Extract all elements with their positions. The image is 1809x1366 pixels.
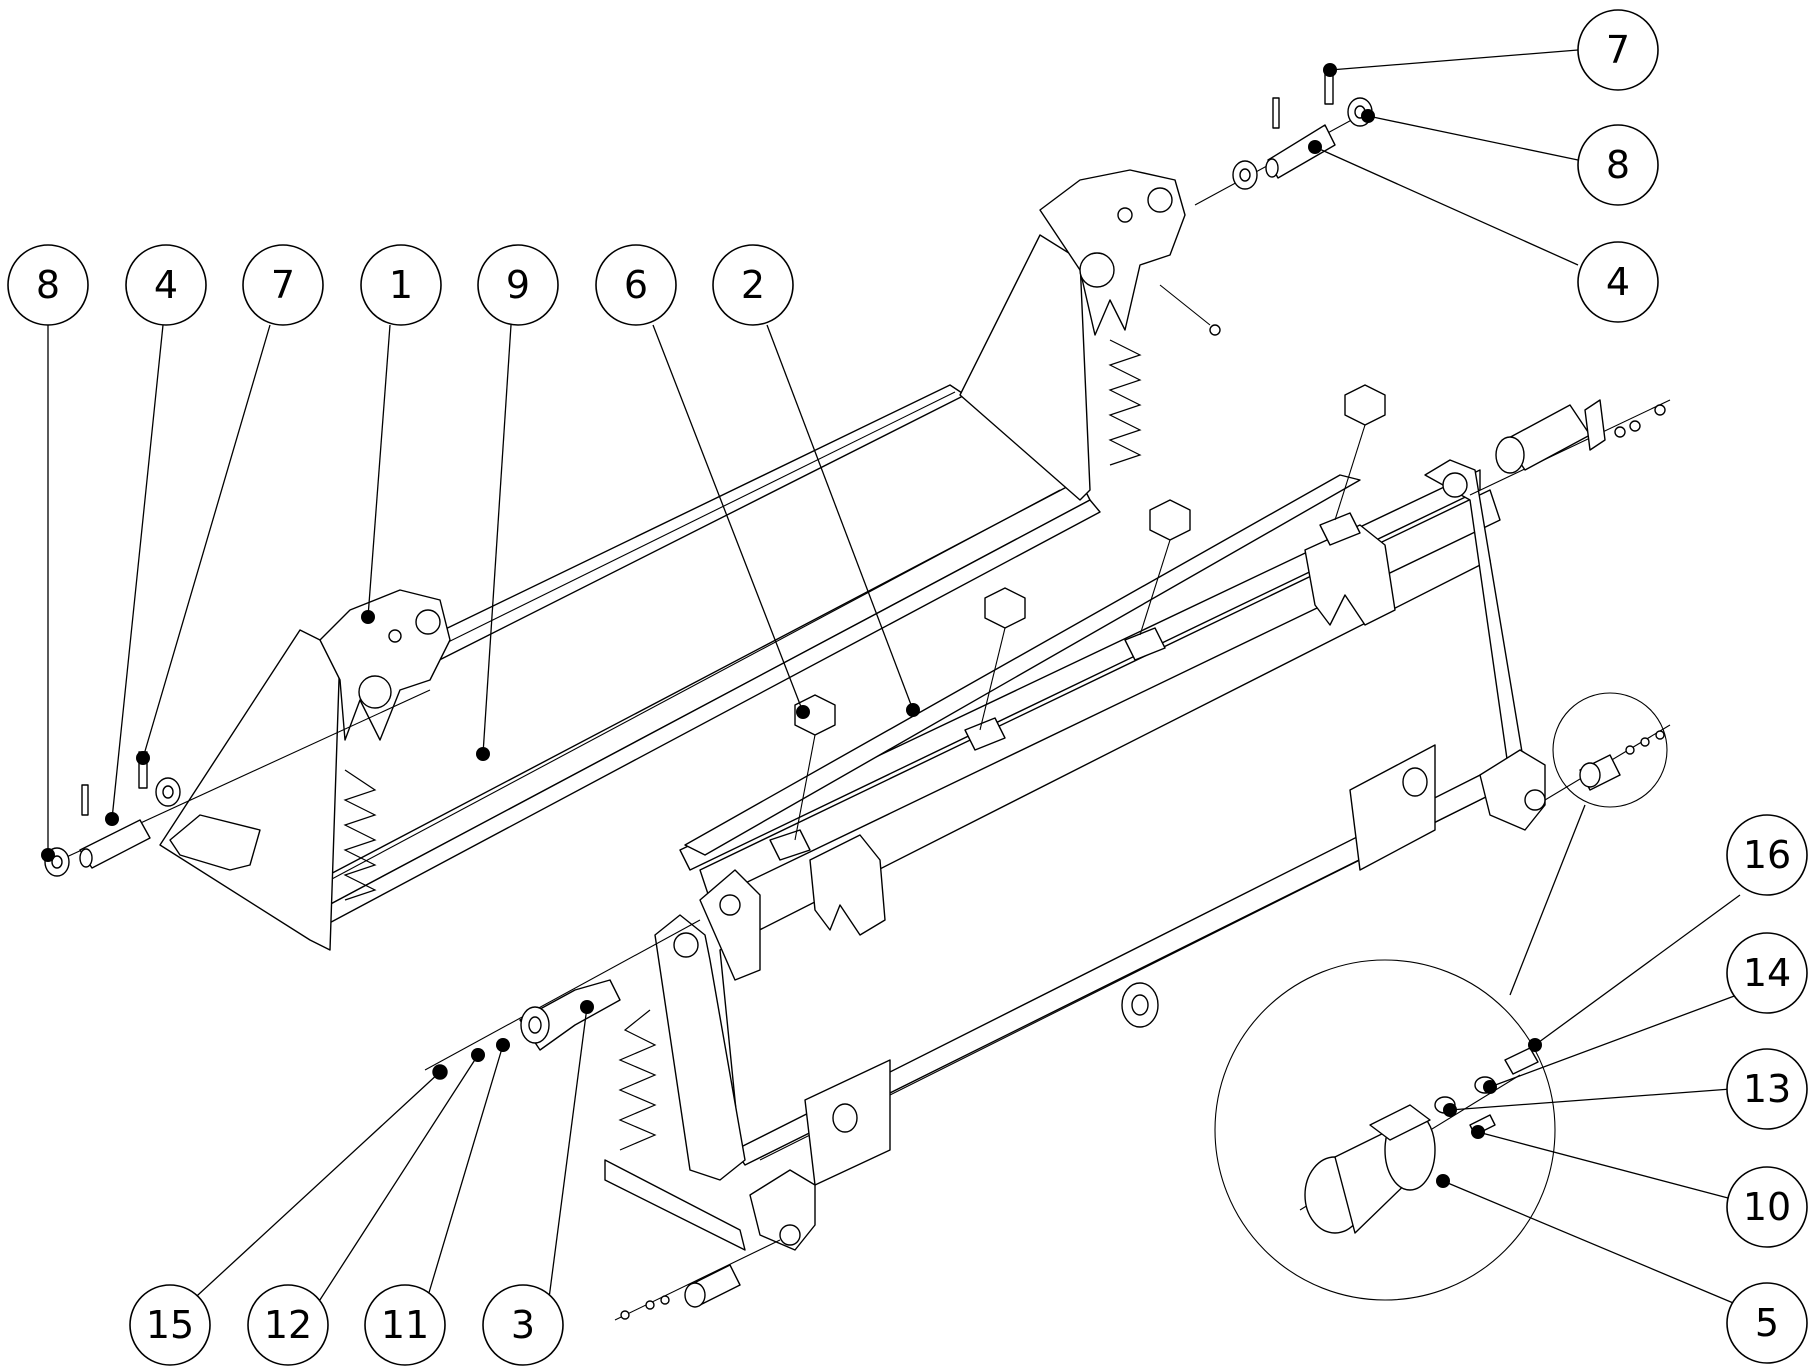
svg-text:16: 16 [1743, 833, 1791, 877]
callout-3: 3 [482, 1284, 564, 1366]
svg-text:7: 7 [271, 263, 295, 307]
svg-text:9: 9 [506, 263, 530, 307]
upper-right-pin-assembly [1159, 67, 1373, 336]
detail-view [1214, 692, 1668, 1301]
svg-text:10: 10 [1743, 1185, 1791, 1229]
leader-lines [41, 49, 1741, 1307]
callout-4-left: 4 [125, 244, 207, 326]
svg-text:7: 7 [1606, 28, 1630, 72]
callout-bubbles: 8 4 7 1 9 6 2 7 [7, 9, 1808, 1366]
svg-text:8: 8 [36, 263, 60, 307]
svg-text:4: 4 [1606, 260, 1630, 304]
callout-8-right: 8 [1577, 124, 1659, 206]
upper-frame-part [159, 169, 1186, 951]
callout-7-right: 7 [1577, 9, 1659, 91]
callout-10: 10 [1726, 1166, 1808, 1248]
svg-text:12: 12 [264, 1303, 312, 1347]
svg-text:14: 14 [1743, 951, 1791, 995]
svg-text:2: 2 [741, 263, 765, 307]
callout-15: 15 [129, 1284, 211, 1366]
svg-text:13: 13 [1743, 1067, 1791, 1111]
svg-text:6: 6 [624, 263, 648, 307]
callout-5: 5 [1726, 1282, 1808, 1364]
clamp-blocks [794, 384, 1386, 841]
callout-4-right: 4 [1577, 241, 1659, 323]
lower-hinge-pin-details [614, 724, 1671, 1321]
callout-14: 14 [1726, 932, 1808, 1014]
lower-frame-part [604, 459, 1546, 1251]
callout-9: 9 [477, 244, 559, 326]
lower-right-pin-assembly [1469, 399, 1671, 496]
callout-11: 11 [364, 1284, 446, 1366]
svg-text:8: 8 [1606, 143, 1630, 187]
svg-text:1: 1 [389, 263, 413, 307]
svg-text:4: 4 [154, 263, 178, 307]
callout-16: 16 [1726, 814, 1808, 896]
svg-text:3: 3 [511, 1303, 535, 1347]
svg-text:15: 15 [146, 1303, 194, 1347]
callout-13: 13 [1726, 1048, 1808, 1130]
svg-text:11: 11 [381, 1303, 429, 1347]
callout-8-left: 8 [7, 244, 89, 326]
callout-12: 12 [247, 1284, 329, 1366]
callout-1: 1 [360, 244, 442, 326]
callout-7-left: 7 [242, 244, 324, 326]
callout-6: 6 [595, 244, 677, 326]
svg-text:5: 5 [1755, 1301, 1779, 1345]
callout-2: 2 [712, 244, 794, 326]
